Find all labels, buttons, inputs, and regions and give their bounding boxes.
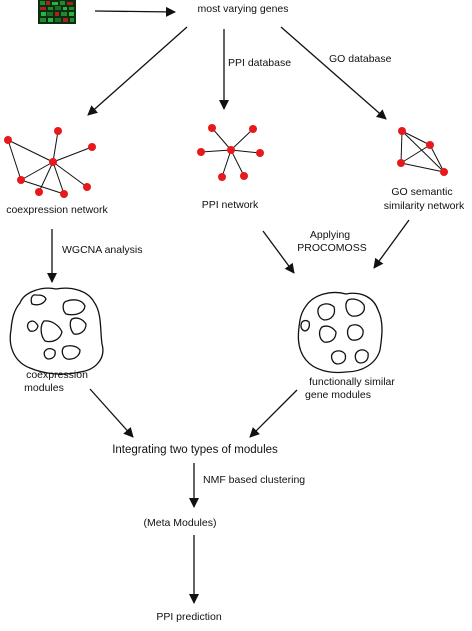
ppi-prediction-label: PPI prediction (156, 611, 222, 623)
coexpression-modules-label-line1: coexpression (26, 369, 88, 381)
arrow-go-to-procomoss (373, 219, 410, 269)
arrow-ppi-to-procomoss (262, 230, 295, 274)
most-varying-genes-label: most varying genes (197, 3, 289, 15)
applying-label-line1: Applying (309, 229, 351, 241)
arrow-genes-to-go (280, 26, 387, 120)
coexpression-network-graph (4, 127, 96, 198)
functional-modules-label-line2: gene modules (305, 389, 371, 401)
go-network-label-line2: similarity network (383, 200, 465, 212)
go-database-label: GO database (329, 53, 392, 65)
go-network-label-line1: GO semantic (391, 186, 453, 198)
applying-label-line2: PROCOMOSS (297, 242, 367, 254)
wgcna-analysis-label: WGCNA analysis (62, 244, 143, 256)
arrow-genes-to-coexpression (87, 26, 188, 116)
expression-heatmap-icon (38, 0, 76, 24)
ppi-database-label: PPI database (228, 57, 292, 69)
functional-modules-label-line1: functionally similar (309, 376, 395, 388)
ppi-network-graph (197, 124, 264, 181)
integrating-modules-label: Integrating two types of modules (112, 444, 278, 456)
nmf-clustering-label: NMF based clustering (203, 474, 306, 486)
coexpression-network-label: coexpression network (6, 204, 108, 216)
go-network-graph (397, 127, 448, 176)
arrow-coexp-modules-to-integrating (89, 388, 134, 438)
coexpression-modules-label-line2: modules (24, 382, 64, 394)
ppi-network-label: PPI network (201, 199, 259, 211)
meta-modules-label: (Meta Modules) (143, 517, 217, 529)
arrow-heatmap-to-genes (94, 6, 176, 17)
coexpression-modules-blob (9, 287, 104, 375)
functional-modules-blob (297, 291, 383, 374)
arrow-func-modules-to-integrating (249, 389, 298, 438)
